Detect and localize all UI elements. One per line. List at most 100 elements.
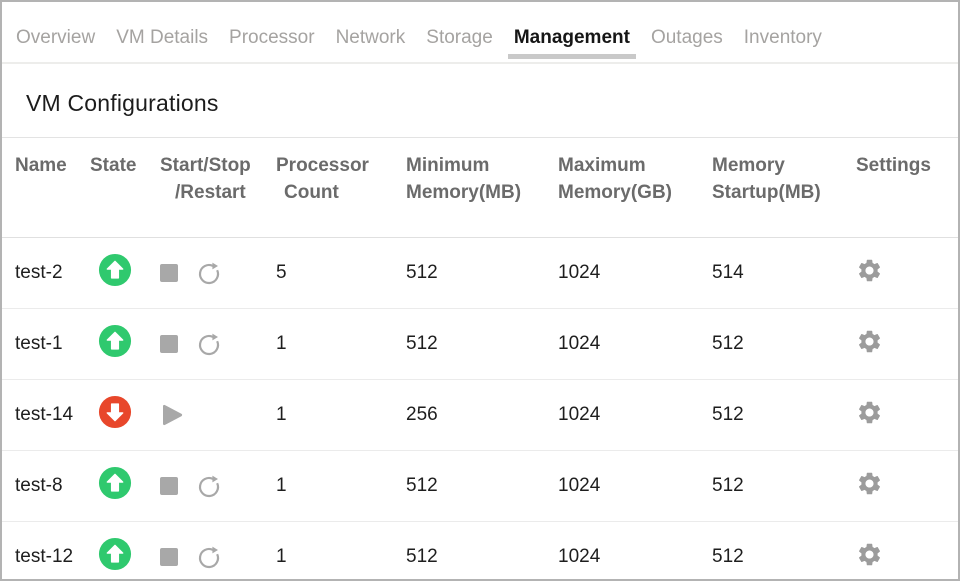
state-indicator: [98, 466, 132, 506]
table-row: test-14 1: [2, 380, 958, 451]
page-title: VM Configurations: [26, 90, 219, 116]
state-cell: [90, 395, 154, 435]
arrow-down-circle-icon: [98, 395, 132, 429]
restart-button[interactable]: [196, 331, 222, 357]
restart-button[interactable]: [196, 260, 222, 286]
settings-cell: [850, 470, 958, 503]
settings-button[interactable]: [856, 541, 883, 568]
minimum-memory-value: 512: [406, 333, 438, 354]
vm-name: test-14: [15, 404, 74, 425]
restart-button[interactable]: [196, 473, 222, 499]
arrow-up-circle-icon: [98, 253, 132, 287]
column-header-start-stop-restart: Start/Stop /Restart: [160, 155, 251, 203]
column-header-state: State: [90, 155, 137, 176]
restart-arrow-icon: [198, 475, 220, 498]
column-header-processor-count: Processor Count: [276, 155, 369, 203]
play-triangle-icon: [163, 404, 183, 426]
column-header-memory-startup: Memory Startup(MB): [712, 155, 821, 203]
actions-cell: [154, 260, 270, 286]
stop-button[interactable]: [160, 548, 178, 566]
tab-inventory[interactable]: Inventory: [744, 2, 822, 62]
state-cell: [90, 253, 154, 293]
settings-cell: [850, 541, 958, 574]
state-indicator: [98, 537, 132, 577]
memory-startup-value: 512: [712, 333, 744, 354]
minimum-memory-value: 512: [406, 475, 438, 496]
restart-arrow-icon: [198, 333, 220, 356]
restart-button[interactable]: [196, 544, 222, 570]
maximum-memory-value: 1024: [558, 404, 601, 425]
tab-network[interactable]: Network: [336, 2, 406, 62]
state-indicator: [98, 395, 132, 435]
column-header-name: Name: [15, 155, 67, 176]
start-button[interactable]: [160, 403, 184, 427]
settings-button[interactable]: [856, 470, 883, 497]
stop-square-icon: [160, 477, 178, 495]
tab-management[interactable]: Management: [507, 2, 637, 62]
stop-button[interactable]: [160, 335, 178, 353]
memory-startup-value: 512: [712, 475, 744, 496]
tab-bar: Overview VM Details Processor Network St…: [2, 2, 958, 64]
table-header-row: Name State Start/Stop /Restart Processor…: [2, 138, 958, 238]
vm-name: test-1: [15, 333, 63, 354]
arrow-up-circle-icon: [98, 537, 132, 571]
state-indicator: [98, 253, 132, 293]
actions-cell: [154, 544, 270, 570]
table-row: test-2: [2, 238, 958, 309]
column-header-maximum-memory: Maximum Memory(GB): [558, 155, 673, 203]
stop-button[interactable]: [160, 264, 178, 282]
settings-cell: [850, 257, 958, 290]
memory-startup-value: 514: [712, 262, 744, 283]
restart-arrow-icon: [198, 546, 220, 569]
vm-name: test-12: [15, 546, 74, 567]
arrow-up-circle-icon: [98, 324, 132, 358]
stop-square-icon: [160, 548, 178, 566]
column-header-settings: Settings: [856, 155, 931, 176]
restart-arrow-icon: [198, 262, 220, 285]
stop-square-icon: [160, 335, 178, 353]
memory-startup-value: 512: [712, 404, 744, 425]
maximum-memory-value: 1024: [558, 546, 601, 567]
tab-outages[interactable]: Outages: [651, 2, 723, 62]
actions-cell: [154, 403, 270, 427]
vm-name: test-8: [15, 475, 63, 496]
stop-square-icon: [160, 264, 178, 282]
maximum-memory-value: 1024: [558, 475, 601, 496]
settings-button[interactable]: [856, 399, 883, 426]
actions-cell: [154, 331, 270, 357]
settings-button[interactable]: [856, 328, 883, 355]
state-indicator: [98, 324, 132, 364]
vm-name: test-2: [15, 262, 63, 283]
state-cell: [90, 466, 154, 506]
processor-count-value: 1: [276, 404, 287, 425]
processor-count-value: 1: [276, 475, 287, 496]
table-row: test-1: [2, 309, 958, 380]
tab-storage[interactable]: Storage: [426, 2, 493, 62]
table-body: test-2: [2, 238, 958, 579]
minimum-memory-value: 256: [406, 404, 438, 425]
minimum-memory-value: 512: [406, 262, 438, 283]
gear-icon: [858, 259, 881, 281]
gear-icon: [858, 401, 881, 423]
settings-button[interactable]: [856, 257, 883, 284]
processor-count-value: 5: [276, 262, 287, 283]
maximum-memory-value: 1024: [558, 333, 601, 354]
settings-cell: [850, 328, 958, 361]
page-header: VM Configurations: [2, 64, 958, 138]
actions-cell: [154, 473, 270, 499]
maximum-memory-value: 1024: [558, 262, 601, 283]
tab-overview[interactable]: Overview: [16, 2, 95, 62]
table-row: test-8: [2, 451, 958, 522]
gear-icon: [858, 543, 881, 565]
gear-icon: [858, 472, 881, 494]
processor-count-value: 1: [276, 333, 287, 354]
tab-processor[interactable]: Processor: [229, 2, 315, 62]
processor-count-value: 1: [276, 546, 287, 567]
stop-button[interactable]: [160, 477, 178, 495]
minimum-memory-value: 512: [406, 546, 438, 567]
state-cell: [90, 324, 154, 364]
arrow-up-circle-icon: [98, 466, 132, 500]
gear-icon: [858, 330, 881, 352]
tab-vm-details[interactable]: VM Details: [116, 2, 208, 62]
column-header-minimum-memory: Minimum Memory(MB): [406, 155, 522, 203]
